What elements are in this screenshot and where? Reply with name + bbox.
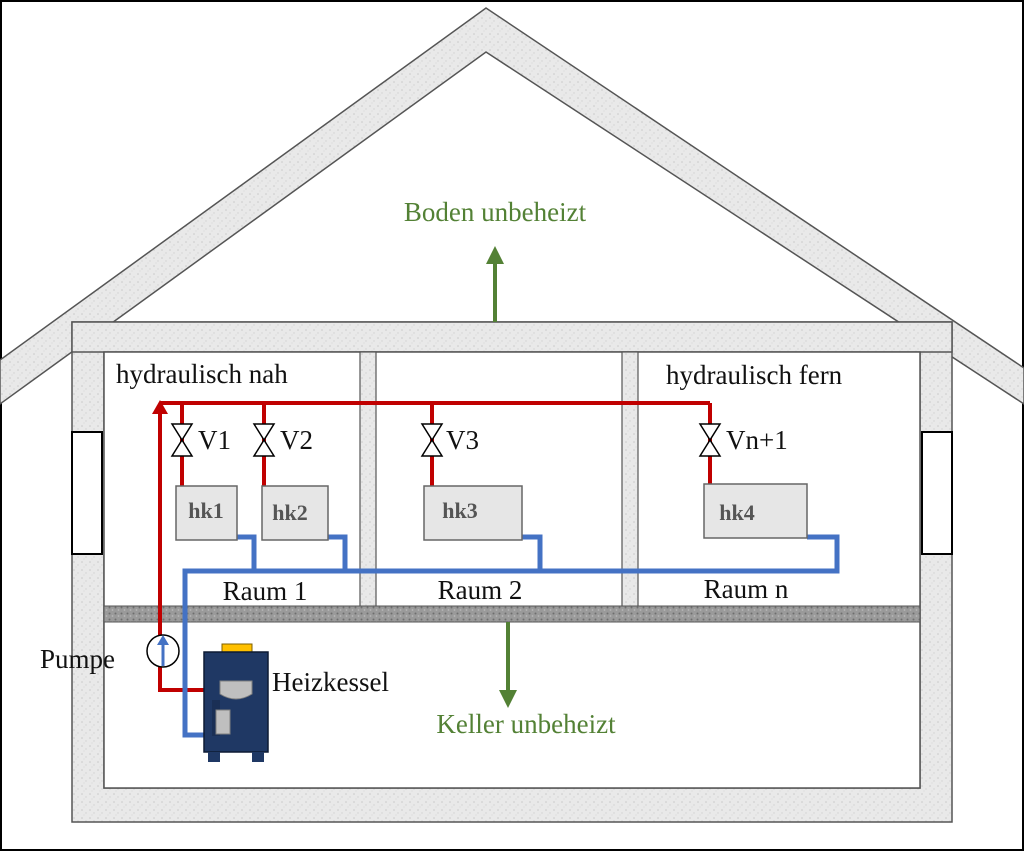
window-left [71,431,103,555]
window-right [921,431,953,555]
valve-icon [420,423,444,457]
room-label-n: Raum n [704,574,789,604]
attic-label: Boden unbeheizt [404,197,587,227]
radiator-hk3 [423,485,523,541]
boiler-icon [203,643,269,762]
room-label-2: Raum 2 [438,575,523,605]
return-pipes [182,534,840,738]
pump-icon [146,634,180,668]
floor-slab [103,605,921,623]
near-label: hydraulisch nah [116,359,288,389]
valve-icon [252,423,276,457]
valve-label-v3: V3 [446,425,479,455]
valve-icon [170,423,194,457]
room-label-1: Raum 1 [223,576,308,606]
radiator-label-hk3: hk3 [442,498,477,523]
radiator-hk1 [175,485,238,541]
valve-icon [698,423,722,457]
boiler-label: Heizkessel [272,667,389,697]
valve-label-v1: V1 [198,425,231,455]
radiator-label-hk2: hk2 [272,500,307,525]
radiator-hk2 [261,485,329,541]
valve-label-v2: V2 [280,425,313,455]
valve-label-vn1: Vn+1 [726,425,788,455]
roof [0,7,1024,405]
radiator-label-hk4: hk4 [719,500,754,525]
radiator-hk4 [703,483,808,539]
cellar-label: Keller unbeheizt [436,709,616,739]
far-label: hydraulisch fern [666,360,843,390]
arrow-up-icon [486,246,504,322]
pump-label: Pumpe [40,644,115,674]
supply-arrow-icon [152,400,168,414]
ceiling [71,321,953,353]
radiator-label-hk1: hk1 [188,498,223,523]
arrow-down-icon [499,622,517,708]
